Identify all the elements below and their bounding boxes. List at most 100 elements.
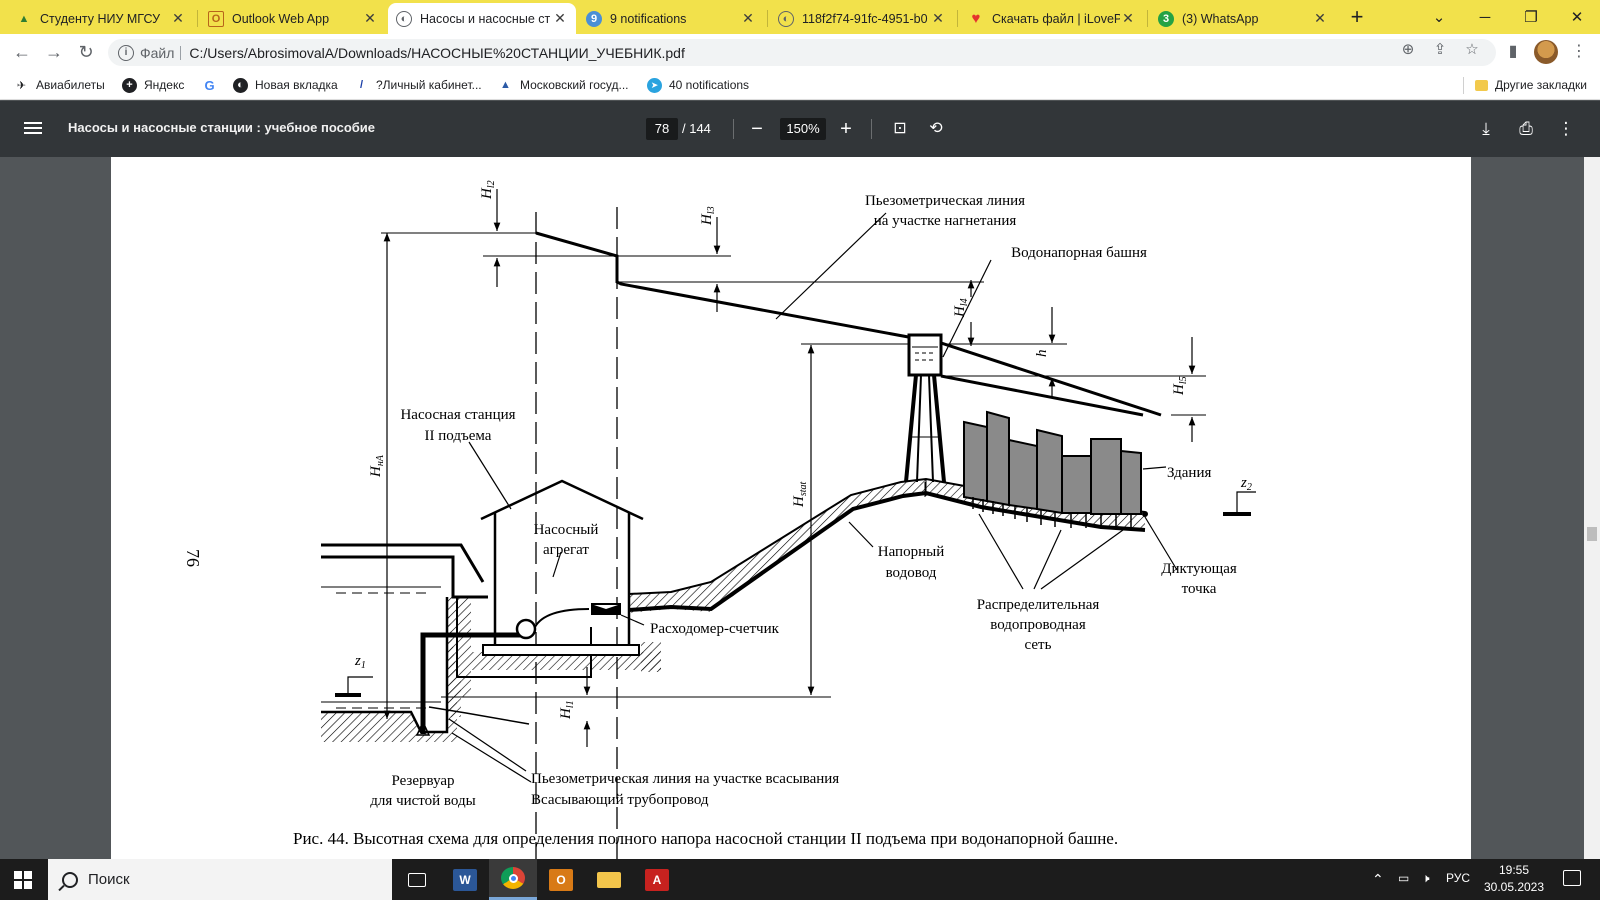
globe-icon: ◐ — [396, 10, 412, 27]
pdf-title: Насосы и насосные станции : учебное посо… — [68, 120, 376, 135]
volume-muted-icon[interactable]: 🕨 — [1422, 871, 1430, 885]
file-explorer-icon[interactable] — [585, 859, 633, 900]
svg-text:Резервуар: Резервуар — [391, 773, 454, 789]
download-icon[interactable]: ⤓ — [1482, 119, 1490, 138]
globe-icon: ◐ — [233, 77, 248, 93]
outlook-icon[interactable]: O — [537, 859, 585, 900]
network-icon[interactable]: ▭ — [1398, 871, 1410, 885]
close-icon[interactable]: ✕ — [172, 10, 184, 26]
rotate-icon[interactable]: ⟲ — [929, 120, 943, 137]
browser-toolbar: ← → ↻ i Файл C:/Users/AbrosimovalA/Downl… — [0, 34, 1600, 70]
google-icon: G — [204, 77, 215, 93]
restore-button[interactable]: ❐ — [1524, 9, 1538, 26]
minimize-button[interactable]: ─ — [1479, 8, 1491, 26]
zoom-icon[interactable]: ⊕ — [1401, 41, 1415, 58]
close-window-button[interactable]: ✕ — [1570, 9, 1584, 26]
windows-taskbar: Поиск W O A ⌃ ▭ 🕨 РУС 19:55 30.05.2023 — [0, 859, 1600, 900]
notification-badge-icon: 9 — [586, 10, 602, 27]
tab-pumps-active[interactable]: ◐ Насосы и насосные ст ✕ — [388, 3, 576, 34]
buildings — [963, 410, 1142, 515]
pdf-page: 76 — [111, 157, 1471, 859]
task-view-icon[interactable] — [393, 859, 441, 900]
height-scheme-diagram: 76 — [183, 180, 1256, 859]
mgsu-icon: ▲ — [18, 12, 30, 25]
svg-text:Насосная станция: Насосная станция — [400, 407, 515, 423]
zoom-input[interactable]: 150% — [780, 118, 826, 140]
info-icon[interactable]: i — [118, 44, 134, 61]
address-bar[interactable]: i Файл C:/Users/AbrosimovalA/Downloads/Н… — [108, 39, 1496, 66]
mgsu-icon: ▲ — [500, 79, 511, 91]
fit-page-icon[interactable]: ⊡ — [893, 120, 907, 137]
svg-text:водопроводная: водопроводная — [990, 617, 1086, 633]
bookmark-avia[interactable]: ✈ Авиабилеты — [14, 76, 105, 94]
vertical-scrollbar[interactable] — [1584, 157, 1600, 859]
tab-title: Насосы и насосные ст — [420, 11, 551, 26]
close-icon[interactable]: ✕ — [742, 10, 754, 26]
svg-text:Распределительная: Распределительная — [977, 597, 1100, 613]
windows-start-icon[interactable] — [14, 871, 32, 889]
acrobat-icon[interactable]: A — [633, 859, 681, 900]
bookmark-moscow-university[interactable]: ▲ Московский госуд... — [498, 76, 628, 94]
close-icon[interactable]: ✕ — [1314, 10, 1326, 26]
clock[interactable]: 19:55 30.05.2023 — [1483, 863, 1545, 894]
svg-text:Hl3: Hl3 — [699, 206, 717, 226]
close-icon[interactable]: ✕ — [932, 10, 944, 26]
share-icon[interactable]: ⇪ — [1433, 41, 1447, 58]
tab-notifications[interactable]: 9 9 notifications ✕ — [578, 3, 764, 34]
pdf-menu-icon[interactable] — [24, 119, 42, 137]
figure-caption: Рис. 44. Высотная схема для определения … — [293, 829, 1118, 848]
close-icon[interactable]: ✕ — [1122, 10, 1134, 26]
bookmark-google[interactable]: G — [202, 76, 224, 94]
water-tower — [904, 333, 946, 497]
svg-text:Напорный: Напорный — [878, 544, 944, 560]
tab-outlook[interactable]: O Outlook Web App ✕ — [200, 3, 386, 34]
tab-whatsapp[interactable]: 3 (3) WhatsApp ✕ — [1150, 3, 1336, 34]
tab-file-id[interactable]: ◐ 118f2f74-91fc-4951-b0 ✕ — [770, 3, 954, 34]
browser-menu-icon[interactable]: ⋮ — [1571, 43, 1587, 60]
close-icon[interactable]: ✕ — [364, 10, 376, 26]
notification-center-icon[interactable] — [1563, 870, 1581, 886]
svg-text:Диктующая: Диктующая — [1161, 561, 1237, 577]
tab-mgsu[interactable]: ▲ Студенту НИУ МГСУ ✕ — [8, 3, 194, 34]
pumping-station — [480, 479, 644, 656]
pdf-viewer[interactable]: 76 — [0, 157, 1584, 859]
tab-search-chevron-icon[interactable]: ⌄ — [1432, 9, 1446, 26]
telegram-icon: ➤ — [647, 77, 662, 93]
tray-chevron-icon[interactable]: ⌃ — [1372, 871, 1384, 887]
forward-button[interactable]: → — [45, 42, 63, 62]
bookmark-telegram[interactable]: ➤ 40 notifications — [647, 76, 749, 94]
bookmark-cabinet[interactable]: / ?Личный кабинет... — [354, 76, 482, 94]
word-icon[interactable]: W — [441, 859, 489, 900]
scrollbar-thumb[interactable] — [1587, 527, 1597, 541]
new-tab-button[interactable]: + — [1350, 4, 1364, 29]
page-total: / 144 — [682, 121, 711, 136]
chrome-icon[interactable] — [489, 859, 537, 900]
bookmark-new-tab[interactable]: ◐ Новая вкладка — [233, 76, 338, 94]
tab-title: Outlook Web App — [232, 11, 330, 26]
bookmarks-bar: ✈ Авиабилеты + Яндекс G ◐ Новая вкладка … — [0, 70, 1600, 100]
language-indicator[interactable]: РУС — [1446, 871, 1471, 885]
back-button[interactable]: ← — [13, 42, 31, 62]
outlook-icon: O — [208, 10, 224, 27]
pdf-more-icon[interactable]: ⋮ — [1557, 119, 1575, 138]
svg-text:Hl5: Hl5 — [1171, 376, 1189, 396]
tab-ilovepdf[interactable]: ♥ Скачать файл | iLovePD ✕ — [960, 3, 1144, 34]
pdf-toolbar: Насосы и насосные станции : учебное посо… — [0, 101, 1600, 157]
svg-text:Насосный: Насосный — [534, 522, 599, 538]
side-panel-icon[interactable]: ▮ — [1508, 43, 1518, 60]
globe-icon: ◐ — [778, 10, 794, 27]
bookmark-star-icon[interactable]: ☆ — [1465, 41, 1479, 58]
page-number-input[interactable]: 78 — [646, 118, 678, 140]
taskbar-search[interactable]: Поиск — [48, 859, 392, 900]
zoom-in-button[interactable]: + — [840, 118, 852, 140]
print-icon[interactable]: ⎙ — [1519, 119, 1533, 138]
zoom-out-button[interactable]: − — [751, 118, 763, 140]
reload-button[interactable]: ↻ — [78, 42, 94, 62]
suction-pipe — [420, 632, 524, 734]
profile-avatar[interactable] — [1534, 40, 1558, 64]
close-icon[interactable]: ✕ — [554, 10, 566, 26]
other-bookmarks[interactable]: Другие закладки — [1475, 76, 1587, 94]
bookmark-yandex[interactable]: + Яндекс — [122, 76, 184, 94]
svg-text:Водонапорная башня: Водонапорная башня — [1011, 245, 1147, 261]
url-text[interactable]: C:/Users/AbrosimovalA/Downloads/НАСОСНЫЕ… — [189, 44, 685, 61]
